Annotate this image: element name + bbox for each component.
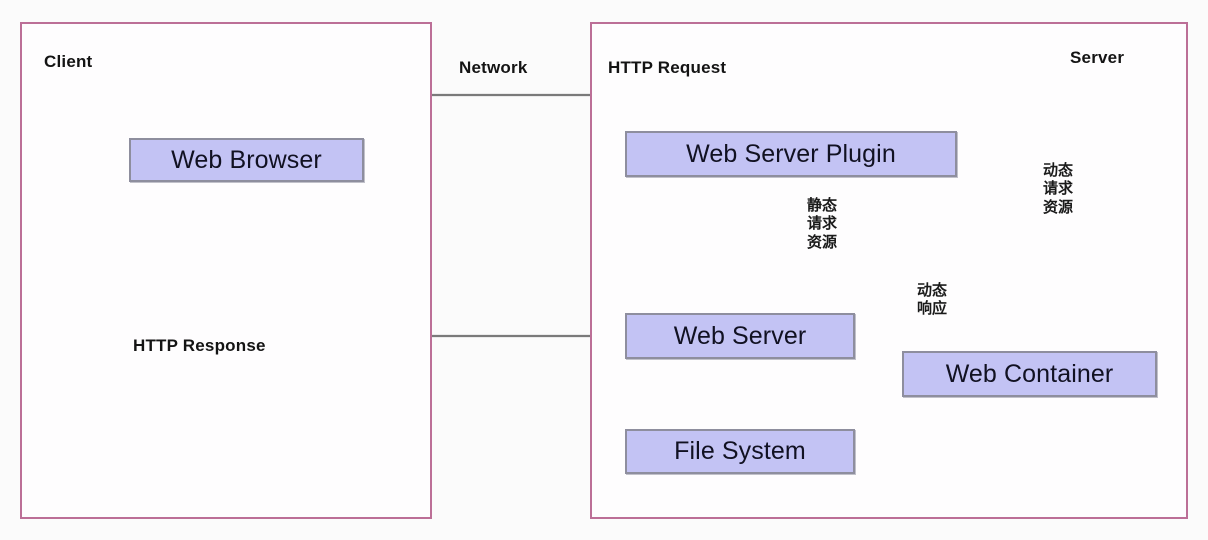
zone-client	[20, 22, 432, 519]
zone-client-label: Client	[44, 52, 93, 71]
edge-label-dynamic-request-resource: 动态 请求 资源	[1042, 161, 1073, 216]
edge-label-http-response: HTTP Response	[133, 336, 266, 355]
node-web-server-plugin[interactable]: Web Server Plugin	[625, 131, 957, 177]
node-web-container[interactable]: Web Container	[902, 351, 1157, 397]
edge-label-dynamic-response: 动态 响应	[916, 281, 947, 318]
node-web-browser[interactable]: Web Browser	[129, 138, 364, 182]
edge-label-static-request-resource: 静态 请求 资源	[806, 196, 837, 251]
node-file-system[interactable]: File System	[625, 429, 855, 474]
edge-label-network: Network	[459, 58, 528, 77]
zone-server-label: Server	[1070, 48, 1125, 67]
edge-label-http-request: HTTP Request	[608, 58, 727, 77]
node-web-server[interactable]: Web Server	[625, 313, 855, 359]
